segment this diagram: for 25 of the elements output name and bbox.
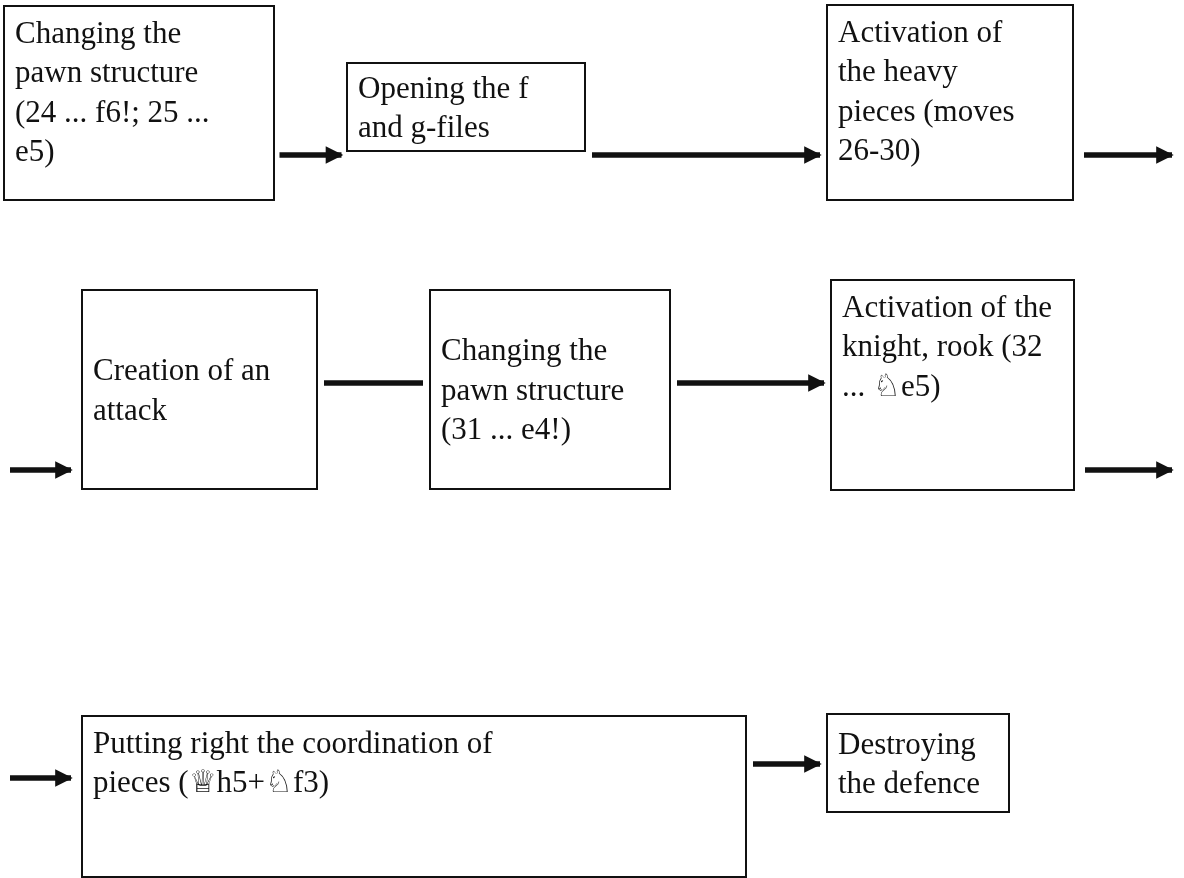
arrow: [279, 146, 344, 164]
arrow: [1084, 146, 1174, 164]
step-text: Activation of the knight, rook (32 ... ♘e5): [842, 288, 1054, 405]
process-box: [3, 5, 275, 201]
process-box: [346, 62, 586, 152]
arrow: [677, 374, 826, 392]
step-text: Destroying the defence: [838, 724, 981, 802]
step-text: Changing the pawn structure (24 ... f6!; 25 ... e5): [15, 14, 211, 171]
arrow: [753, 755, 822, 773]
process-box: [826, 713, 1010, 813]
arrow: [592, 146, 822, 164]
arrow: [10, 461, 73, 479]
arrow: [10, 769, 73, 787]
process-box: [81, 715, 747, 878]
connector-line: [324, 380, 423, 386]
step-text: Activation of the heavy pieces (moves 26-30): [838, 13, 1016, 170]
process-box: [830, 279, 1075, 491]
step-text: Opening the f and g-files: [358, 68, 530, 146]
process-box: [81, 289, 318, 490]
process-box: [429, 289, 671, 490]
arrow: [1085, 461, 1174, 479]
step-text: Creation of an attack: [93, 351, 272, 429]
step-text: Putting right the coordination of pieces (♕h5+♘f3): [93, 724, 494, 802]
process-box: [826, 4, 1074, 201]
step-text: Changing the pawn structure (31 ... e4!): [441, 331, 626, 449]
